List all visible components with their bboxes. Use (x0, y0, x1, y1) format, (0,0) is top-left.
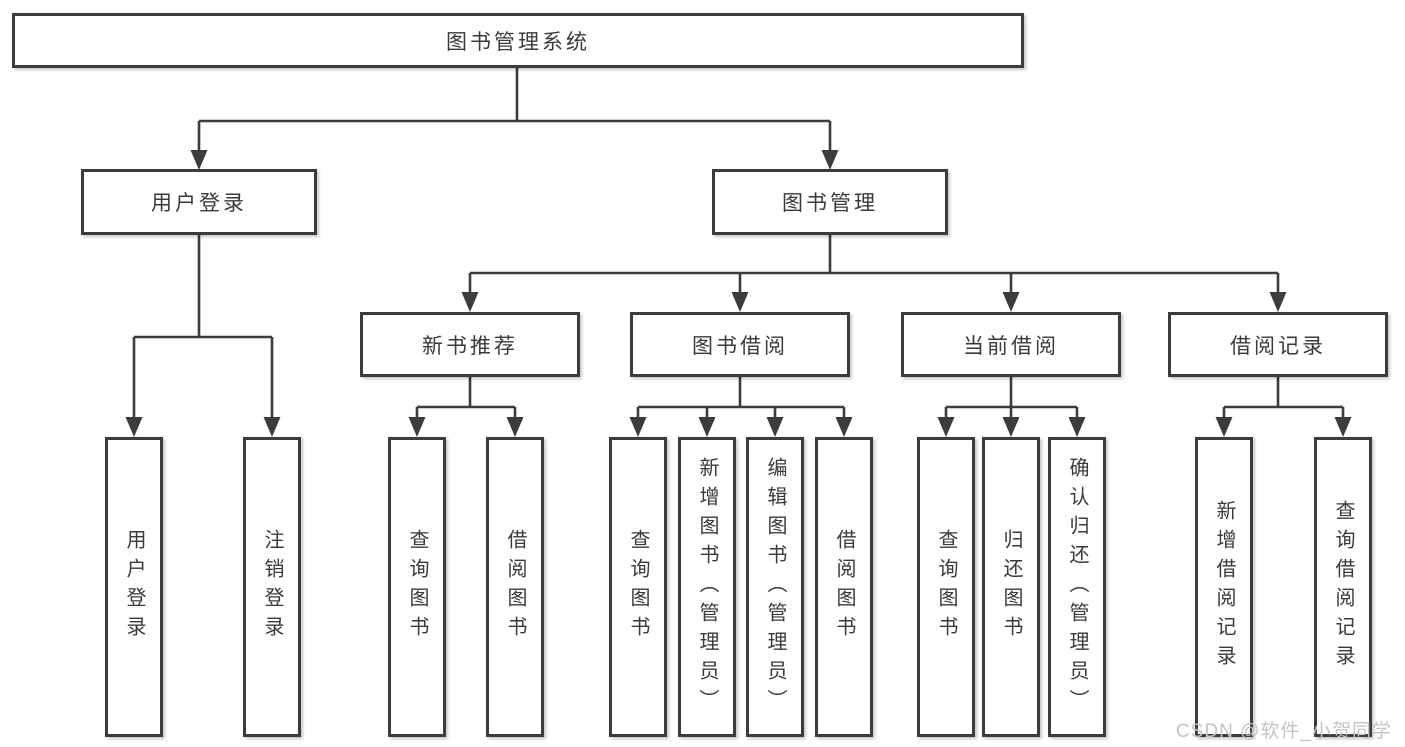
node-new-book-recommendation: 新书推荐 (360, 312, 580, 377)
leaf-label: 新增借阅记录 (1213, 500, 1235, 674)
connector-bookmgmt-to-level2 (468, 235, 1280, 300)
leaf-query-books-newbooks: 查询图书 (388, 437, 446, 737)
connector-root-to-level1 (197, 68, 832, 158)
leaf-return-books: 归还图书 (982, 437, 1040, 737)
leaf-query-books-borrow: 查询图书 (609, 437, 667, 737)
arrowhead-icons (125, 150, 1352, 437)
leaf-label: 查询借阅记录 (1332, 500, 1354, 674)
leaf-add-books-admin: 新增图书（管理员） (678, 437, 736, 737)
leaf-label: 注销登录 (261, 529, 283, 645)
node-label: 用户登录 (151, 192, 247, 215)
leaf-label: 归还图书 (1000, 529, 1022, 645)
leaf-label: 新增图书（管理员） (696, 456, 718, 718)
connector-current-to-leaves (944, 377, 1079, 424)
node-label: 当前借阅 (963, 334, 1059, 358)
leaf-user-login: 用户登录 (105, 437, 163, 737)
node-label: 借阅记录 (1230, 334, 1326, 358)
leaf-query-books-current: 查询图书 (917, 437, 975, 737)
arrow-down-icon (190, 150, 208, 170)
leaf-label: 确认归还（管理员） (1066, 456, 1088, 718)
node-library-management-system: 图书管理系统 (12, 13, 1024, 68)
arrow-down-icon (1068, 417, 1086, 437)
arrow-down-icon (506, 417, 524, 437)
arrow-down-icon (1334, 417, 1352, 437)
leaf-label: 编辑图书（管理员） (764, 456, 786, 718)
connector-userlogin-to-leaves (132, 235, 274, 424)
node-label: 图书借阅 (692, 334, 788, 358)
leaf-label: 查询图书 (935, 529, 957, 645)
leaf-confirm-return-admin: 确认归还（管理员） (1048, 437, 1106, 737)
arrow-down-icon (937, 417, 955, 437)
csdn-watermark: CSDN @软件_小贺同学 (1176, 721, 1392, 742)
connector-records-to-leaves (1222, 377, 1345, 424)
node-label: 图书管理系统 (446, 30, 590, 54)
arrow-down-icon (263, 417, 281, 437)
node-book-management: 图书管理 (712, 169, 948, 235)
arrow-down-icon (1002, 417, 1020, 437)
node-label: 新书推荐 (422, 334, 518, 358)
leaf-label: 查询图书 (406, 529, 428, 645)
node-book-borrowing: 图书借阅 (630, 312, 850, 377)
leaf-label: 查询图书 (627, 529, 649, 645)
leaf-add-borrow-record: 新增借阅记录 (1195, 437, 1253, 737)
leaf-label: 借阅图书 (833, 529, 855, 645)
node-user-login: 用户登录 (81, 169, 317, 235)
arrow-down-icon (731, 292, 749, 312)
arrow-down-icon (125, 417, 143, 437)
leaf-label: 借阅图书 (504, 529, 526, 645)
connector-newbooks-to-leaves (415, 377, 517, 424)
leaf-borrow-books: 借阅图书 (815, 437, 873, 737)
arrow-down-icon (821, 150, 839, 170)
connector-borrow-to-leaves (636, 377, 846, 424)
arrow-down-icon (1215, 417, 1233, 437)
leaf-borrow-books-newbooks: 借阅图书 (486, 437, 544, 737)
arrow-down-icon (835, 417, 853, 437)
node-borrowing-records: 借阅记录 (1168, 312, 1388, 377)
arrow-down-icon (766, 417, 784, 437)
arrow-down-icon (408, 417, 426, 437)
arrow-down-icon (461, 292, 479, 312)
leaf-logout: 注销登录 (243, 437, 301, 737)
arrow-down-icon (698, 417, 716, 437)
arrow-down-icon (629, 417, 647, 437)
leaf-query-borrow-record: 查询借阅记录 (1314, 437, 1372, 737)
node-current-borrowing: 当前借阅 (901, 312, 1121, 377)
arrow-down-icon (1269, 292, 1287, 312)
node-label: 图书管理 (782, 192, 878, 215)
arrow-down-icon (1002, 292, 1020, 312)
leaf-label: 用户登录 (123, 529, 145, 645)
leaf-edit-books-admin: 编辑图书（管理员） (746, 437, 804, 737)
